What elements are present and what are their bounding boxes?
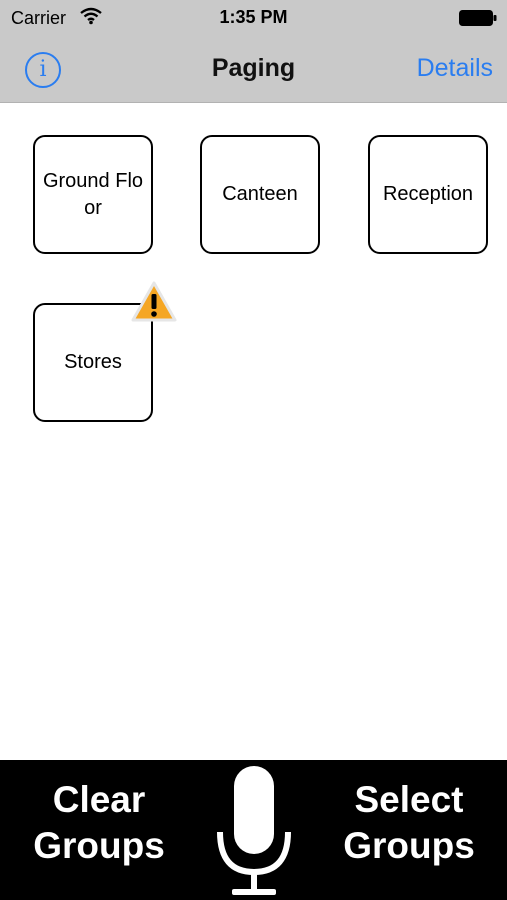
- status-time: 1:35 PM: [219, 7, 288, 27]
- battery-icon: [459, 10, 497, 26]
- microphone-icon[interactable]: [214, 766, 294, 896]
- status-bar: Carrier 1:35 PM: [0, 0, 507, 36]
- group-tile-canteen[interactable]: Canteen: [200, 135, 320, 254]
- group-label: Canteen: [222, 183, 298, 205]
- group-label: Reception: [382, 183, 474, 205]
- info-button[interactable]: i: [25, 52, 61, 88]
- group-grid: Ground Floor Canteen Reception Stores: [0, 103, 507, 760]
- group-label: Ground Floor: [42, 169, 144, 219]
- group-label: Stores: [64, 351, 122, 373]
- bottom-action-bar: Clear Groups Select Groups: [0, 760, 507, 900]
- group-tile-reception[interactable]: Reception: [368, 135, 488, 254]
- page-title: Paging: [211, 54, 296, 82]
- carrier-label: Carrier: [11, 8, 67, 28]
- wifi-icon: [80, 7, 102, 25]
- details-button[interactable]: Details: [416, 54, 493, 82]
- group-tile-stores[interactable]: Stores: [33, 303, 153, 422]
- navigation-bar: i Paging Details: [0, 36, 507, 103]
- warning-icon: [131, 281, 177, 322]
- select-groups-button[interactable]: Select Groups: [343, 779, 475, 866]
- group-tile-ground-floor[interactable]: Ground Floor: [33, 135, 153, 254]
- clear-groups-button[interactable]: Clear Groups: [33, 779, 165, 866]
